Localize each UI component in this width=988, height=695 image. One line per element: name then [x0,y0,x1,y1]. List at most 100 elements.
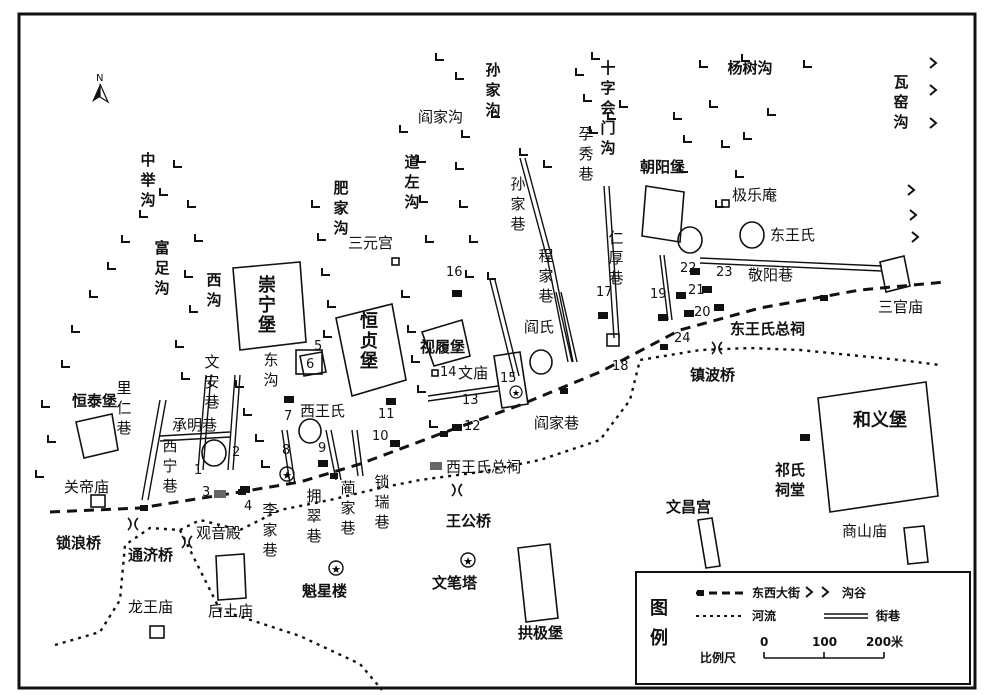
bridge-zhenbo: 镇波桥 [690,366,736,384]
lane-lanjia: 蔺家巷 [340,479,356,537]
building-houtu: 后土庙 [208,602,254,620]
building-xiwang-ci: 西王氏总祠 [446,458,522,476]
shangshan-building [903,525,929,565]
legend-scale-label: 比例尺 [700,651,737,665]
lane-yunxiu: 孕秀巷 [578,125,594,183]
site-number: 8 [282,443,291,458]
site-number: 19 [650,287,667,302]
legend-main-street: 东西大街 [752,586,801,600]
gully-fei: 肥家沟 [333,179,349,237]
building-dongwang: 东王氏 [770,226,816,244]
site-number: 11 [378,407,395,422]
bridge-wanggong: 王公桥 [446,512,492,530]
site-number: 3 [202,485,211,500]
lane-liren: 里仁巷 [116,379,132,437]
site-number: 1 [194,463,203,478]
site-number: 23 [716,265,733,280]
longwang-building [149,625,165,639]
fort-heyi: 和义堡 [853,410,907,431]
lane-sunjia: 孙家巷 [510,175,526,233]
fort-chongning: 崇宁堡 [258,275,276,336]
legend-river: 河流 [752,609,777,623]
chongning-fort [232,261,307,351]
building-kuixing: 魁星楼 [302,582,348,600]
gully-yangshu: 杨树沟 [727,59,773,77]
bridge-tongji: 通济桥 [128,546,174,564]
site-number: 9 [318,441,327,456]
north-arrow-icon [92,83,110,104]
tower-star-icons: ★ ★ ★ ★ [279,385,523,576]
bridge-suolang: 锁浪桥 [56,534,102,552]
building-wenchang: 文昌宫 [666,498,712,516]
site-markers [214,268,810,498]
building-wenbi: 文笔塔 [432,574,478,592]
building-shangshan: 商山庙 [842,522,888,540]
lane-wenan: 文安巷 [204,353,220,411]
svg-text:★: ★ [282,469,292,482]
lane-yanjia: 阎家巷 [534,414,580,432]
fort-gongji: 拱极堡 [518,624,564,642]
xiwang-yard [299,351,327,377]
lane-dong: 东沟 [263,351,279,389]
lanes [141,157,883,501]
houtu-building [215,553,247,601]
lane-xining: 西宁巷 [162,437,178,495]
site-number: 15 [500,371,517,386]
bridge-icons [127,341,723,549]
site-number: 6 [306,357,315,372]
fort-hetai: 恒泰堡 [72,392,118,410]
lane-yongcui: 拥翠巷 [306,487,322,545]
north-label: N [96,73,104,84]
building-jile: 极乐庵 [732,186,778,204]
gully-xi: 西沟 [206,271,222,309]
site-number: 24 [674,331,691,346]
building-guanyin: 观音殿 [196,524,242,542]
site-number: 10 [372,429,389,444]
lane-renhou: 仁厚巷 [608,229,624,287]
building-xiwang: 西王氏 [300,402,346,420]
site-number: 13 [462,393,479,408]
svg-text:★: ★ [463,555,473,568]
shimei-fort [420,318,471,367]
site-number: 12 [464,419,481,434]
gully-sunjia: 孙家沟 [485,61,501,119]
map-frame [17,12,977,690]
fort-shimei: 视履堡 [420,338,466,356]
site-number: 7 [284,409,293,424]
building-sanyuangong: 三元宫 [348,234,394,252]
hetai-fort [75,413,119,459]
guandi-building [90,494,106,508]
legend-lane: 街巷 [876,609,901,623]
legend-scale-200: 200米 [866,635,904,649]
building-dongwang-ci: 东王氏总祠 [730,320,806,338]
main-street [49,280,946,514]
site-number: 16 [446,265,463,280]
ponds [201,221,765,467]
fort-hengzhen: 恒贞堡 [360,311,378,372]
gully-yanjia: 阎家沟 [418,108,464,126]
fort-chaoyang: 朝阳堡 [640,158,686,176]
legend-scale-100: 100 [812,635,838,649]
site-number: 20 [694,305,711,320]
wenchang-building [697,517,721,569]
gully-shizihui: 十字会门沟 [600,59,616,157]
site-number: 18 [612,359,629,374]
building-wenmiao: 文庙 [458,364,489,382]
site-number: 4 [244,499,253,514]
wenmiao-yard [493,351,529,409]
lane-chengming: 承明巷 [172,416,218,434]
chaoyang-fort [641,185,685,243]
building-longwang: 龙王庙 [128,598,174,616]
building-qishi: 祁氏祠堂 [774,461,805,499]
building-yanshi: 阎氏 [524,318,555,336]
lane-lijia: 李家巷 [262,501,278,559]
site-number: 17 [596,285,613,300]
gully-zhongju: 中举沟 [140,151,156,209]
site-number: 2 [232,445,241,460]
svg-text:★: ★ [512,389,520,399]
sanguan-building [879,255,911,293]
lane-jingyang: 敬阳巷 [748,266,794,284]
gongji-fort [517,543,559,623]
legend-box [635,571,971,685]
